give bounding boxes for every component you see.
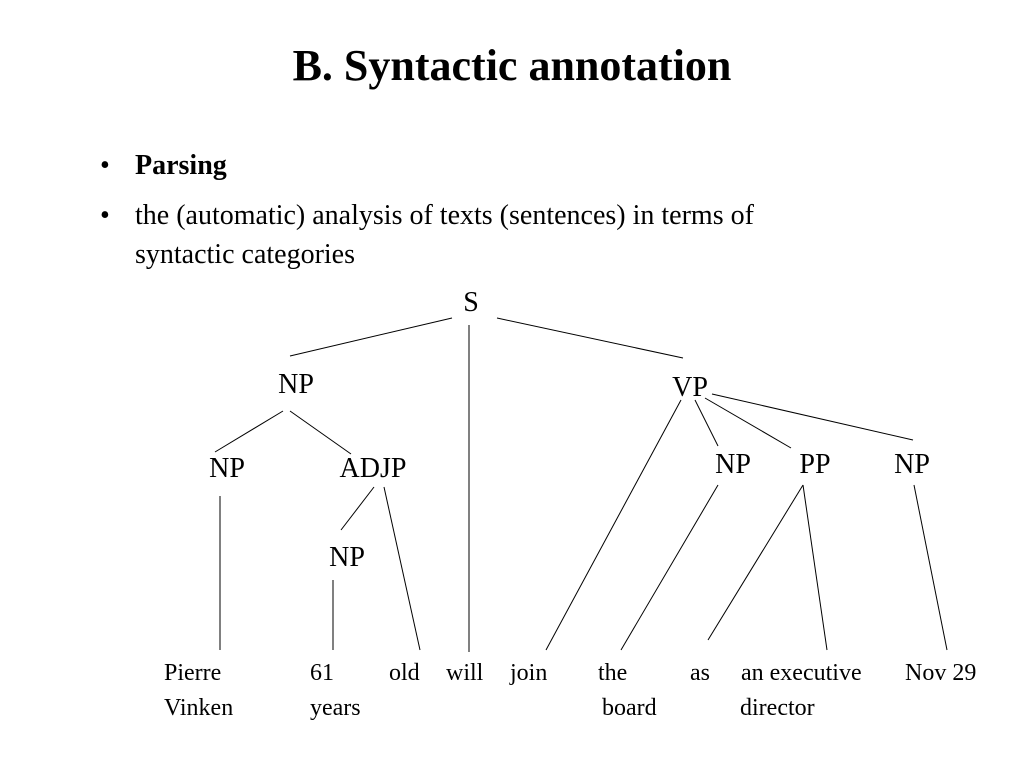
edge-np-nov <box>913 484 948 651</box>
leaf-word: join <box>509 660 547 686</box>
node-np-name: NP <box>209 453 245 484</box>
leaf-word: years <box>310 695 361 721</box>
edge-adjp-np <box>340 486 375 531</box>
leaf-word: old <box>389 660 420 686</box>
edge-adjp-old <box>383 486 421 651</box>
edge-np-adjp <box>289 410 352 455</box>
node-pp: PP <box>799 449 830 480</box>
leaf-word: director <box>740 695 815 721</box>
edge-vp-join <box>545 399 682 651</box>
edge-s-np <box>289 317 453 357</box>
edge-vp-pp <box>704 397 792 449</box>
leaf-word: Vinken <box>164 695 233 721</box>
edge-s-vp <box>496 317 684 359</box>
edge-pp-executive <box>802 484 828 651</box>
tree-nodes: S NP VP NP ADJP NP NP PP NP <box>209 287 930 573</box>
tree-edges <box>214 317 948 652</box>
bullet-text: Parsing <box>135 150 227 181</box>
edge-np-np <box>214 410 284 453</box>
node-vp: VP <box>672 372 708 403</box>
node-np-subject: NP <box>278 369 314 400</box>
leaf-word: as <box>690 660 710 686</box>
leaf-word: board <box>602 695 657 721</box>
bullet-text-line-2: syntactic categories <box>135 239 356 270</box>
edge-vp-np <box>694 399 719 447</box>
leaf-word: 61 <box>310 660 334 686</box>
bullet-list: • Parsing • the (automatic) analysis of … <box>0 0 1024 280</box>
leaf-word: Pierre <box>164 660 221 686</box>
bullet-marker: • <box>100 150 110 181</box>
tree-leaves: Pierre Vinken 61 years old will join the… <box>164 660 976 721</box>
node-s: S <box>463 287 479 318</box>
leaf-word: an executive <box>741 660 862 686</box>
slide-title: B. Syntactic annotation <box>292 41 732 90</box>
node-np-years: NP <box>329 542 365 573</box>
node-np-object: NP <box>715 449 751 480</box>
bullet-text-line-1: the (automatic) analysis of texts (sente… <box>135 200 754 231</box>
leaf-word: Nov 29 <box>905 660 976 686</box>
edge-np-the <box>620 484 719 651</box>
edge-pp-as <box>707 484 804 641</box>
bullet-marker: • <box>100 200 110 231</box>
leaf-word: will <box>446 660 484 686</box>
node-np-date: NP <box>894 449 930 480</box>
node-adjp: ADJP <box>340 453 407 484</box>
leaf-word: the <box>598 660 627 686</box>
edge-vp-np-date <box>711 393 914 441</box>
